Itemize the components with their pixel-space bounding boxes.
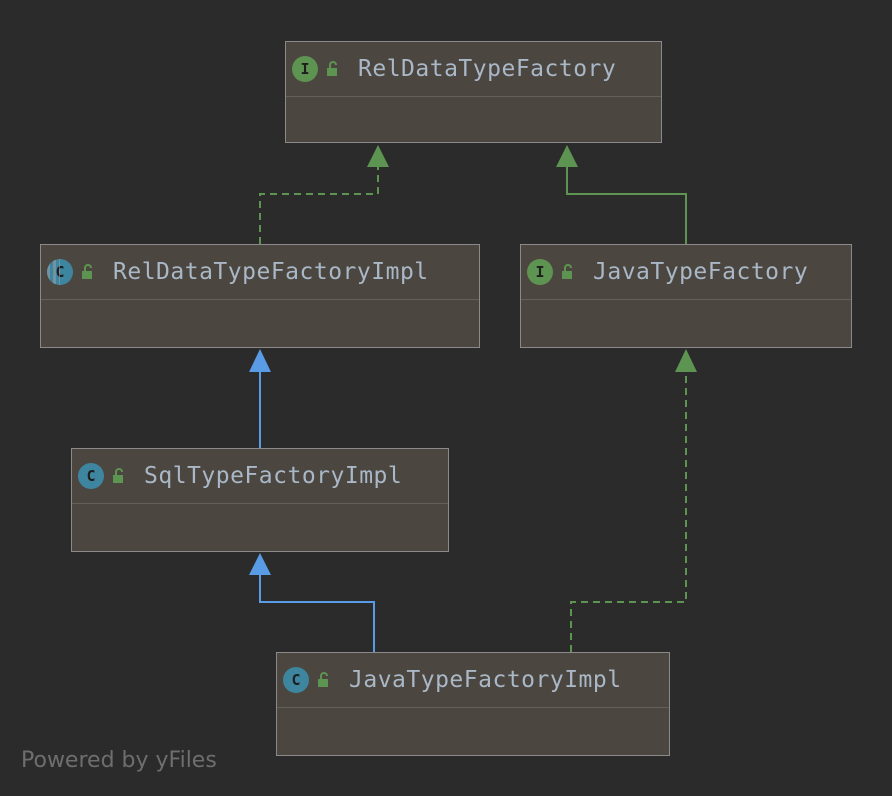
node-header: I RelDataTypeFactory — [286, 42, 661, 97]
arrowhead-impl-reldatatypefactory — [367, 145, 389, 167]
interface-badge-icon: I — [527, 259, 553, 285]
node-body — [521, 300, 851, 345]
class-badge-icon: C — [78, 463, 104, 489]
node-header: C JavaTypeFactoryImpl — [277, 653, 669, 708]
node-javatypefactoryimpl[interactable]: C JavaTypeFactoryImpl — [276, 652, 670, 756]
unlocked-icon — [113, 468, 123, 483]
node-reldatatypefactory[interactable]: I RelDataTypeFactory — [285, 41, 662, 143]
node-name: RelDataTypeFactoryImpl — [113, 259, 429, 285]
edge-javatypefactoryimpl-sqltypefactoryimpl — [259, 575, 375, 652]
node-header: I JavaTypeFactory — [521, 245, 851, 300]
unlocked-icon — [562, 264, 572, 279]
node-reldatatypefactoryimpl[interactable]: C RelDataTypeFactoryImpl — [40, 244, 480, 348]
edge-javatypefactory-reldatatypefactory — [566, 167, 687, 244]
unlocked-icon — [327, 61, 337, 76]
node-name: SqlTypeFactoryImpl — [144, 463, 403, 489]
edge-javatypefactoryimpl-javatypefactory — [570, 372, 687, 652]
arrowhead-javatypefactoryimpl-javatypefactory — [675, 349, 697, 372]
powered-by-label: Powered by yFiles — [21, 748, 217, 773]
arrowhead-javatypefactoryimpl-sqltypefactoryimpl — [249, 553, 271, 575]
node-header: C SqlTypeFactoryImpl — [72, 449, 448, 504]
node-name: JavaTypeFactory — [593, 259, 809, 285]
node-body — [286, 97, 661, 142]
class-badge-icon: C — [283, 667, 309, 693]
node-javatypefactory[interactable]: I JavaTypeFactory — [520, 244, 852, 348]
unlocked-icon — [82, 264, 92, 279]
node-sqltypefactoryimpl[interactable]: C SqlTypeFactoryImpl — [71, 448, 449, 552]
edge-impl-reldatatypefactory — [259, 167, 379, 244]
node-body — [41, 300, 479, 345]
interface-badge-icon: I — [292, 56, 318, 82]
arrowhead-sqltypefactoryimpl-reldatatypefactoryimpl — [249, 349, 271, 372]
node-header: C RelDataTypeFactoryImpl — [41, 245, 479, 300]
node-name: RelDataTypeFactory — [358, 56, 617, 82]
abstract-class-badge-icon: C — [47, 259, 73, 285]
node-body — [277, 708, 669, 753]
node-name: JavaTypeFactoryImpl — [349, 667, 622, 693]
node-body — [72, 504, 448, 549]
arrowhead-javatypefactory-reldatatypefactory — [556, 145, 578, 167]
unlocked-icon — [318, 672, 328, 687]
